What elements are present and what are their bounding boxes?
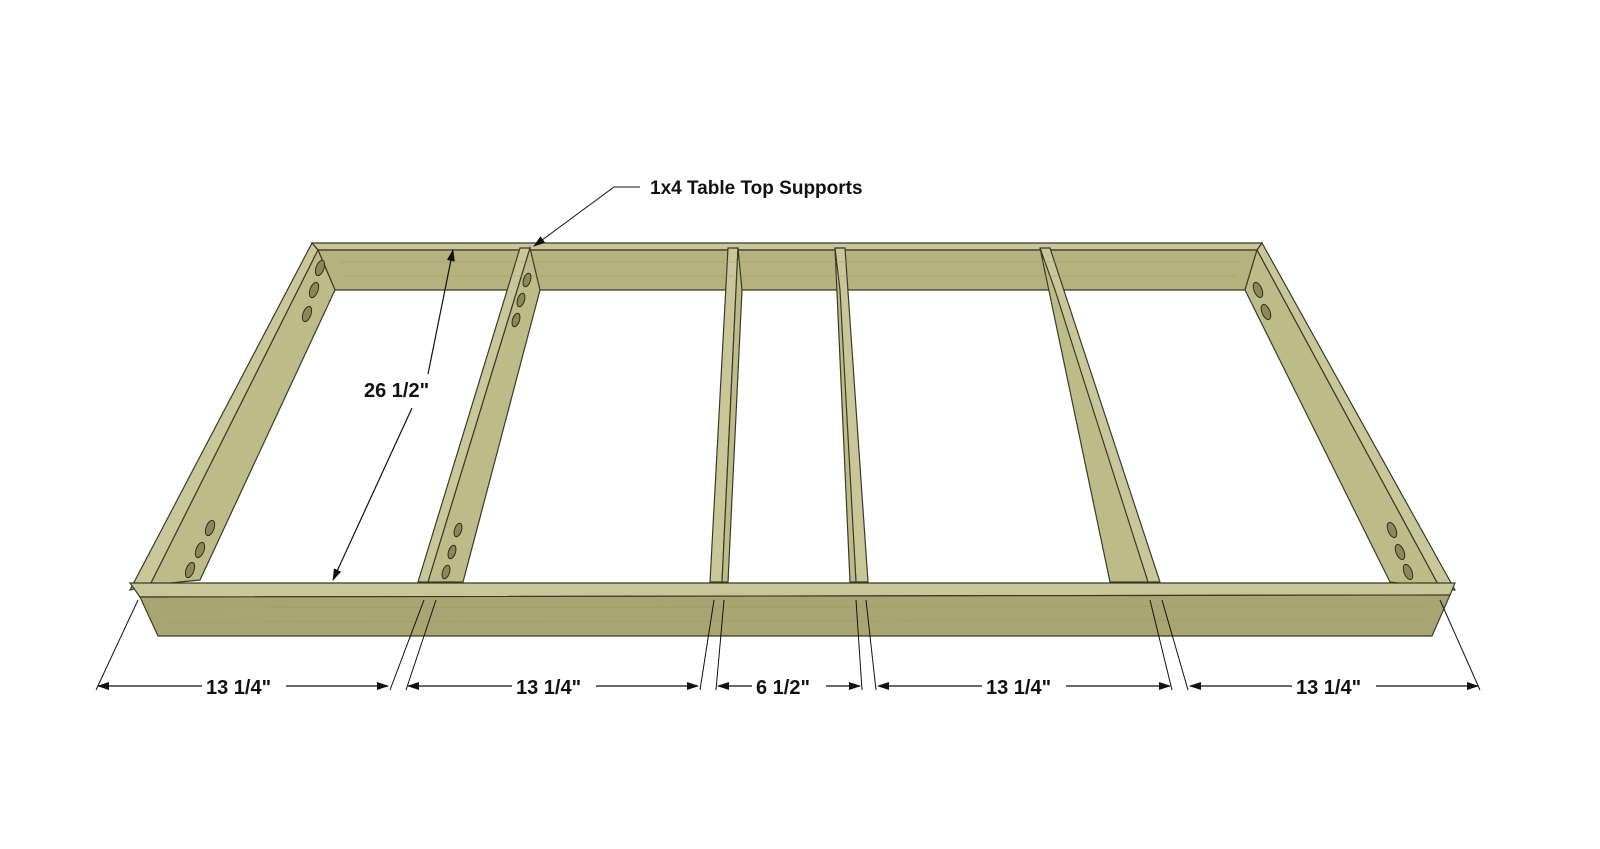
extension-line — [865, 599, 877, 691]
extension-line — [1439, 599, 1481, 691]
back-rail-inner-face — [317, 249, 1258, 291]
pocket-hole — [1252, 281, 1264, 299]
extension-line — [389, 599, 425, 691]
front-rail-front-face — [139, 594, 1451, 637]
pocket-hole — [511, 312, 521, 328]
pocket-hole — [1386, 521, 1398, 539]
pocket-hole — [516, 292, 526, 308]
left-rail-top — [128, 241, 319, 591]
depth-dimension-line-lower — [332, 407, 413, 581]
bay-2-dimension-label: 13 1/4" — [516, 677, 581, 699]
depth-dimension-line-upper — [427, 249, 455, 375]
pocket-hole — [1402, 563, 1414, 581]
callout: 1x4 Table Top Supports — [533, 178, 863, 247]
support-4-face — [1039, 247, 1149, 583]
grain-front-1 — [159, 605, 1431, 609]
extension-line — [1149, 599, 1173, 691]
pocket-hole — [441, 564, 451, 580]
depth-dimension: 26 1/2" — [332, 249, 455, 581]
pocket-hole — [522, 272, 532, 288]
depth-dimension-label: 26 1/2" — [364, 380, 429, 402]
pocket-hole — [453, 522, 463, 538]
extension-line — [405, 599, 437, 691]
bay-dimensions: 13 1/4" 13 1/4" 6 1/2" 13 1/4" 13 1/4" — [95, 599, 1481, 699]
callout-leader-line — [533, 186, 640, 247]
pocket-hole — [184, 561, 196, 579]
extension-line — [1161, 599, 1189, 691]
pocket-hole — [1394, 543, 1406, 561]
wood-frame — [128, 241, 1457, 637]
right-rail-inner-face — [1244, 248, 1442, 589]
bay-4-dimension-label: 13 1/4" — [986, 677, 1051, 699]
grain-front-2 — [164, 619, 1426, 623]
extension-line — [699, 599, 715, 691]
bay-1-dimension-label: 13 1/4" — [206, 677, 271, 699]
extension-line — [855, 599, 863, 691]
pocket-hole — [447, 544, 457, 560]
pocket-hole — [314, 259, 326, 277]
pocket-hole — [301, 305, 313, 323]
bay-5-dimension-label: 13 1/4" — [1296, 677, 1361, 699]
pocket-hole — [194, 541, 206, 559]
right-rail-top — [1256, 241, 1457, 591]
callout-label: 1x4 Table Top Supports — [650, 178, 863, 199]
back-rail-top — [310, 242, 1264, 251]
pocket-hole — [308, 281, 320, 299]
pocket-holes — [184, 259, 1414, 581]
extension-line — [715, 599, 725, 691]
pocket-hole — [204, 519, 216, 537]
pocket-hole — [1260, 303, 1272, 321]
extension-line — [95, 599, 139, 691]
bay-3-dimension-label: 6 1/2" — [756, 677, 810, 699]
left-rail-inner-face — [148, 248, 336, 586]
